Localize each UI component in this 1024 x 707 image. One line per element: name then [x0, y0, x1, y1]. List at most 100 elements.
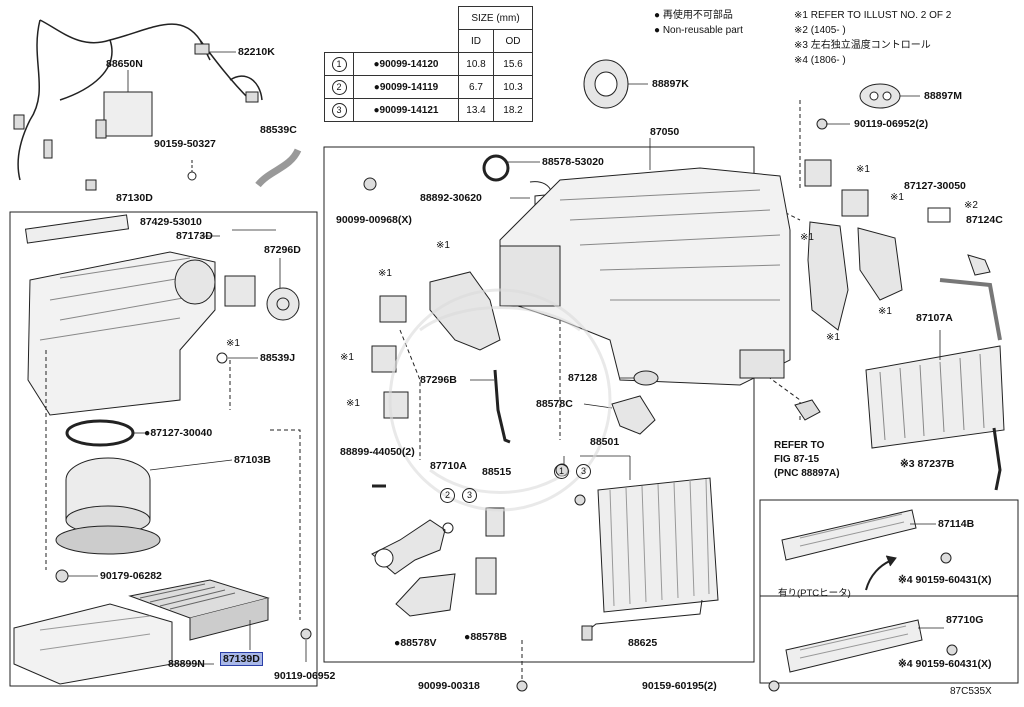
actuator-c: [383, 391, 409, 419]
mark-note1: ※1: [436, 240, 450, 251]
size-table: SIZE (mm) ID OD 1 ●90099-14120 10.8 15.6…: [324, 6, 533, 122]
part-87107A[interactable]: 87107A: [916, 312, 953, 324]
actuator-b: [371, 345, 397, 373]
part-87139D-highlighted[interactable]: 87139D: [220, 652, 263, 666]
part-88650N[interactable]: 88650N: [106, 58, 143, 70]
size-od: 10.3: [493, 75, 533, 99]
part-90159-60195[interactable]: 90159-60195(2): [642, 680, 717, 692]
size-col-od: OD: [493, 29, 533, 53]
part-90119-06952-2[interactable]: 90119-06952(2): [854, 118, 929, 130]
part-87237B[interactable]: ※3 87237B: [900, 458, 955, 470]
mark-note1: ※1: [226, 338, 240, 349]
part-88625[interactable]: 88625: [628, 637, 658, 649]
refer-to-line3[interactable]: (PNC 88897A): [774, 468, 840, 479]
note-4: ※4 (1806- ): [794, 55, 846, 66]
note-3: ※3 左右独立温度コントロール: [794, 40, 931, 51]
size-row-1: 1 ●90099-14120 10.8 15.6: [324, 52, 533, 76]
part-88539C[interactable]: 88539C: [260, 124, 297, 136]
circle-ref-3: 3: [462, 488, 477, 503]
part-87429-53010[interactable]: 87429-53010: [140, 216, 202, 228]
part-90119-06952[interactable]: 90119-06952: [274, 670, 336, 682]
part-87710A[interactable]: 87710A: [430, 460, 467, 472]
heater-core: [865, 345, 1005, 449]
part-88539J[interactable]: 88539J: [260, 352, 296, 364]
mark-note1: ※1: [890, 192, 904, 203]
circle-ref-3: 3: [576, 464, 591, 479]
motor-seal-ring: [65, 419, 135, 447]
part-87173D[interactable]: 87173D: [176, 230, 213, 242]
part-88501[interactable]: 88501: [590, 436, 620, 448]
size-part: ●90099-14121: [353, 98, 459, 122]
mark-note1: ※1: [878, 306, 892, 317]
part-88515[interactable]: 88515: [482, 466, 512, 478]
actuator-a: [379, 295, 407, 323]
watermark: [388, 288, 612, 512]
part-88578B[interactable]: ●88578B: [464, 631, 508, 643]
evaporator: [597, 477, 719, 613]
mark-3: 3: [331, 102, 347, 118]
part-87130D[interactable]: 87130D: [116, 192, 153, 204]
size-part: ●90099-14119: [353, 75, 459, 99]
part-88578V[interactable]: ●88578V: [394, 637, 437, 649]
size-part: ●90099-14120: [353, 52, 459, 76]
legend-nonreusable-en: ● Non-reusable part: [654, 25, 743, 36]
actuator-87296D: [224, 275, 256, 307]
circle-ref-2: 2: [440, 488, 455, 503]
refer-to-line2[interactable]: FIG 87-15: [774, 454, 820, 465]
grommet-88897M: [859, 83, 901, 109]
mark-1: 1: [331, 56, 347, 72]
size-table-title: SIZE (mm): [458, 6, 533, 30]
control-module: [103, 91, 153, 137]
circle-ref-1: 1: [554, 464, 569, 479]
hose: [255, 148, 302, 188]
legend-nonreusable-jp: ● 再使用不可部品: [654, 10, 733, 21]
mark-note1: ※1: [346, 398, 360, 409]
part-87296D[interactable]: 87296D: [264, 244, 301, 256]
part-87296B[interactable]: 87296B: [420, 374, 457, 386]
mark-note2: ※2: [964, 200, 978, 211]
mark-note1: ※1: [340, 352, 354, 363]
part-90159-50327[interactable]: 90159-50327: [154, 138, 216, 150]
size-row-2: 2 ●90099-14119 6.7 10.3: [324, 75, 533, 99]
part-87050[interactable]: 87050: [650, 126, 680, 138]
part-90099-00318[interactable]: 90099-00318: [418, 680, 480, 692]
size-od: 18.2: [493, 98, 533, 122]
part-87127-30040[interactable]: ●87127-30040: [144, 427, 213, 439]
part-87114B[interactable]: 87114B: [938, 518, 975, 530]
part-87103B[interactable]: 87103B: [234, 454, 271, 466]
part-82210K[interactable]: 82210K: [238, 46, 275, 58]
illustration-code: 87C535X: [950, 686, 992, 697]
part-87128[interactable]: 87128: [568, 372, 598, 384]
refer-to-line1: REFER TO: [774, 440, 825, 451]
size-id: 10.8: [458, 52, 494, 76]
part-87124C[interactable]: 87124C: [966, 214, 1003, 226]
size-col-id: ID: [458, 29, 494, 53]
part-90179-06282[interactable]: 90179-06282: [100, 570, 162, 582]
note-2: ※2 (1405- ): [794, 25, 846, 36]
part-90159-60431-b[interactable]: ※4 90159-60431(X): [898, 658, 992, 670]
part-88578C[interactable]: 88578C: [536, 398, 573, 410]
blower-case: [27, 251, 216, 416]
part-88899N[interactable]: 88899N: [168, 658, 205, 670]
filter-seal: [24, 214, 130, 244]
rod-87296B: [493, 369, 511, 444]
part-90099-00968[interactable]: 90099-00968(X): [336, 214, 412, 226]
part-88578-53020[interactable]: 88578-53020: [542, 156, 604, 168]
part-87127-30050[interactable]: 87127-30050: [904, 180, 966, 192]
wire-harness: [17, 19, 263, 181]
part-88897M[interactable]: 88897M: [924, 90, 962, 102]
mark-note1: ※1: [826, 332, 840, 343]
mark-2: 2: [331, 79, 347, 95]
part-90159-60431-a[interactable]: ※4 90159-60431(X): [898, 574, 992, 586]
part-87710G[interactable]: 87710G: [946, 614, 984, 626]
part-88892-30620[interactable]: 88892-30620: [420, 192, 482, 204]
mark-note1: ※1: [856, 164, 870, 175]
mark-note1: ※1: [378, 268, 392, 279]
size-id: 13.4: [458, 98, 494, 122]
part-88897K[interactable]: 88897K: [652, 78, 689, 90]
insulator-88578V: [395, 573, 456, 617]
part-88899-44050[interactable]: 88899-44050(2): [340, 446, 415, 458]
note-1: ※1 REFER TO ILLUST NO. 2 OF 2: [794, 10, 952, 21]
heater-frame: [759, 499, 1019, 684]
